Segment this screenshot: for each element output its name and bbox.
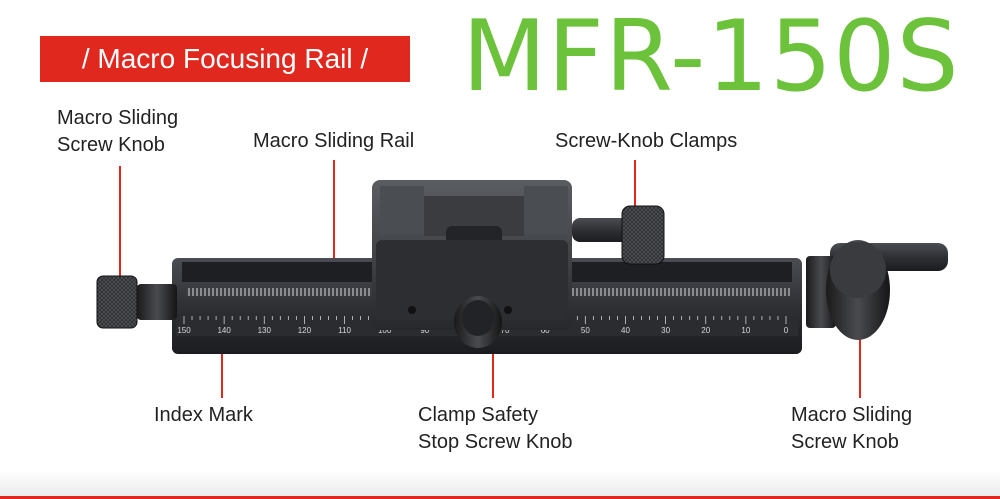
model-name: MFR-150S <box>462 0 960 114</box>
product-type-badge: / Macro Focusing Rail / <box>40 36 410 82</box>
label-safety-knob: Clamp Safety Stop Screw Knob <box>418 404 573 453</box>
label-sliding-rail: Macro Sliding Rail <box>253 130 415 152</box>
scale-number: 150 <box>177 326 191 335</box>
scale-number: 60 <box>541 326 550 335</box>
screw-hole <box>408 306 416 314</box>
scale-number: 10 <box>741 326 750 335</box>
scale-number: 110 <box>338 326 351 335</box>
bottom-bar <box>0 470 1000 499</box>
bottom-accent-line <box>0 496 1000 499</box>
label-clamps: Screw-Knob Clamps <box>555 130 738 152</box>
scale-number: 90 <box>420 326 429 335</box>
scale-number: 40 <box>621 326 630 335</box>
scale-number: 100 <box>378 326 392 335</box>
scale-number: 0 <box>784 326 789 335</box>
label-index-mark: Index Mark <box>154 404 253 426</box>
label-left-knob: Macro Sliding Screw Knob <box>57 107 179 156</box>
scale-number: 130 <box>258 326 272 335</box>
scale-number: 140 <box>217 326 231 335</box>
scale-number: 70 <box>501 326 510 335</box>
scale-number: 20 <box>701 326 710 335</box>
scale-number: 30 <box>661 326 670 335</box>
clamp-screw-knob <box>621 205 665 265</box>
scale-number: 50 <box>581 326 590 335</box>
label-right-knob: Macro Sliding Screw Knob <box>791 404 913 453</box>
screw-hole <box>504 306 512 314</box>
left-knob <box>96 275 138 329</box>
scale-number: 120 <box>298 326 312 335</box>
